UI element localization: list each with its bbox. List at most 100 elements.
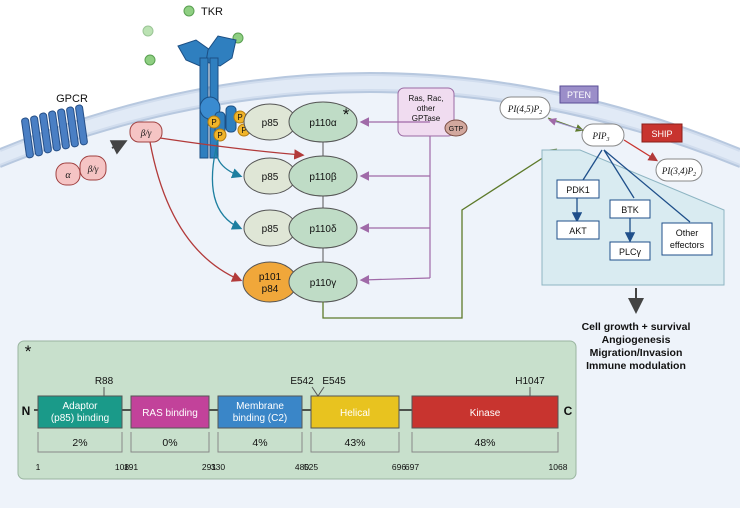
domain-pct-2: 4%: [252, 437, 267, 449]
svg-text:p110α: p110α: [309, 118, 337, 129]
svg-text:Ras, Rac,: Ras, Rac,: [408, 94, 443, 103]
svg-text:C: C: [564, 404, 573, 418]
svg-text:p85: p85: [262, 118, 279, 129]
membrane-fill: [0, 74, 740, 166]
pten-box: [559, 85, 599, 104]
tkr-label: TKR: [201, 6, 223, 18]
pi3k-complexes: [242, 101, 358, 303]
svg-text:*: *: [343, 105, 350, 124]
domain-pct-1: 0%: [162, 437, 177, 449]
svg-text:GPTase: GPTase: [412, 114, 441, 123]
mutation-e542: E542: [290, 376, 314, 387]
svg-text:p84: p84: [262, 284, 279, 295]
svg-text:P: P: [241, 126, 246, 135]
domain-label-1: RAS binding: [142, 408, 198, 419]
svg-text:β/γ: β/γ: [87, 164, 99, 174]
svg-text:GTP: GTP: [449, 126, 464, 133]
svg-text:effectors: effectors: [670, 240, 705, 250]
domain-range-4: [411, 432, 559, 453]
mutation-h1047: H1047: [515, 376, 545, 387]
domain-box-0: [37, 395, 123, 429]
domain-start-2: 330: [211, 462, 225, 472]
ship-box: [641, 123, 683, 143]
domain-label-3: Helical: [340, 408, 370, 419]
svg-text:P: P: [217, 131, 222, 140]
domain-label-0: Adaptor: [62, 401, 98, 412]
svg-text:BTK: BTK: [621, 205, 639, 215]
domain-box-3: [310, 395, 400, 429]
svg-text:p110β: p110β: [309, 172, 337, 183]
svg-text:P: P: [211, 118, 216, 127]
domain-box-2: [217, 395, 303, 429]
domain-start-3: 525: [304, 462, 318, 472]
svg-text:PLCγ: PLCγ: [619, 247, 642, 257]
pip2-b: [655, 158, 703, 182]
free-beta-gamma: [129, 121, 163, 143]
outcome-1: Cell growth + survival: [582, 321, 691, 333]
outcome-3: Migration/Invasion: [590, 347, 683, 359]
domain-label2-2: binding (C2): [233, 413, 287, 424]
pip3: [581, 123, 625, 147]
svg-text:β/γ: β/γ: [140, 128, 152, 138]
svg-text:p110δ: p110δ: [309, 224, 337, 235]
domain-end-0: 108: [115, 462, 129, 472]
domain-bars: Adaptor(p85) binding 2% 1 108 RAS binding 0% 1…: [36, 395, 568, 472]
phosphate-groups: P P P P: [207, 110, 251, 142]
svg-text:N: N: [22, 404, 31, 418]
svg-text:p85: p85: [262, 172, 279, 183]
gtp-badge: [444, 119, 468, 137]
svg-text:AKT: AKT: [569, 226, 587, 236]
mutation-r88: R88: [95, 376, 114, 387]
svg-text:p85: p85: [262, 224, 279, 235]
pip2-a: [499, 96, 551, 120]
domain-start-0: 1: [36, 462, 41, 472]
svg-text:Other: Other: [676, 228, 699, 238]
g-beta-gamma: [79, 155, 107, 181]
domain-label2-0: (p85) binding: [51, 413, 109, 424]
domain-pct-3: 43%: [344, 437, 365, 449]
mutation-e545: E545: [322, 376, 346, 387]
svg-text:P: P: [237, 113, 242, 122]
domain-range-3: [310, 432, 400, 453]
akt-box: [556, 220, 600, 240]
domain-pct-0: 2%: [72, 437, 87, 449]
outcome-2: Angiogenesis: [602, 334, 671, 346]
domain-start-1: 191: [124, 462, 138, 472]
svg-text:SHIP: SHIP: [651, 129, 672, 139]
tkr-receptor: [177, 35, 237, 159]
svg-text:other: other: [417, 104, 436, 113]
svg-text:PDK1: PDK1: [566, 185, 590, 195]
domain-range-0: [37, 432, 123, 453]
domain-end-4: 1068: [549, 462, 568, 472]
g-alpha: [55, 162, 81, 186]
svg-text:p101: p101: [259, 272, 282, 283]
svg-text:p110γ: p110γ: [310, 278, 337, 289]
svg-text:PI(4,5)P2: PI(4,5)P2: [507, 104, 542, 116]
domain-start-4: 697: [405, 462, 419, 472]
domain-box-1: [130, 395, 210, 429]
gpcr-label: GPCR: [56, 93, 88, 105]
svg-text:α: α: [65, 170, 71, 181]
domain-pct-4: 48%: [474, 437, 495, 449]
domain-end-3: 696: [392, 462, 406, 472]
domain-end-1: 291: [202, 462, 216, 472]
btk-box: [609, 199, 651, 219]
domain-range-2: [217, 432, 303, 453]
gpcr-receptor: [21, 104, 88, 159]
domain-label-2: Membrane: [236, 401, 284, 412]
domain-box-4: [411, 395, 559, 429]
gtpase-box: [397, 87, 455, 137]
other-effectors-box: [661, 222, 713, 256]
svg-text:PIP3: PIP3: [592, 131, 610, 143]
svg-text:PTEN: PTEN: [567, 90, 591, 100]
domain-label-4: Kinase: [470, 408, 501, 419]
svg-text:*: *: [25, 342, 32, 361]
plcg-box: [609, 241, 651, 261]
domain-end-2: 480: [295, 462, 309, 472]
ligand-dots: [142, 5, 244, 66]
domain-range-1: [130, 432, 210, 453]
svg-text:PI(3,4)P2: PI(3,4)P2: [661, 166, 696, 178]
pdk1-box: [556, 179, 600, 199]
